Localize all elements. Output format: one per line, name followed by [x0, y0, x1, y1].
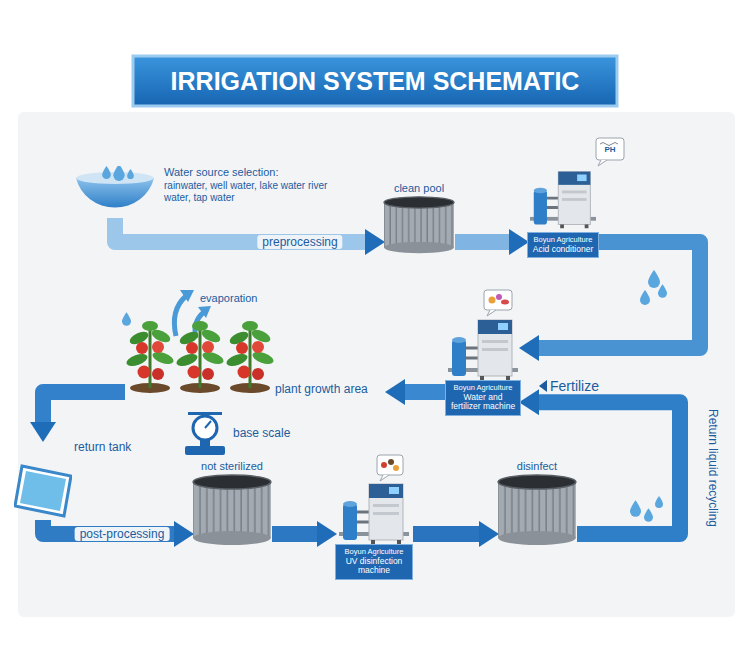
- node-body: rainwater, well water, lake water river …: [164, 180, 342, 205]
- edge-label: post-processing: [75, 527, 170, 541]
- machine-label-box: Boyun AgricultureWater and fertilizer ma…: [445, 380, 521, 416]
- edge-label: preprocessing: [257, 235, 342, 249]
- tank-shape: [192, 474, 272, 546]
- pipe-connector: [413, 526, 479, 542]
- tank-node: not sterilized: [192, 460, 272, 546]
- tank-node: clean pool: [383, 182, 455, 254]
- pipe-connector: [272, 526, 317, 542]
- pipe-connector: [455, 234, 509, 250]
- brand-name: Boyun Agriculture: [448, 384, 518, 393]
- process-note: Fertilize: [550, 378, 599, 394]
- plants-illustration: [125, 318, 275, 394]
- background-panel: [18, 112, 735, 617]
- edge-label: Return liquid recycling: [706, 404, 720, 532]
- area-label: plant growth area: [275, 382, 387, 396]
- tank-label: return tank: [74, 440, 154, 454]
- tank-shape: [497, 474, 577, 546]
- tank-shape: [383, 196, 455, 254]
- callout-text: PH: [604, 145, 615, 154]
- water-bowl-icon: [72, 166, 158, 218]
- uv-callout: [377, 455, 403, 481]
- title-banner: [133, 56, 617, 106]
- node-heading: Water source selection:: [164, 166, 342, 180]
- box-node: Boyun AgricultureAcid conditioner: [527, 232, 599, 258]
- machine-label-box: Boyun AgricultureUV disinfection machine: [335, 544, 413, 580]
- machine-node: Boyun AgricultureUV disinfection machine: [335, 482, 413, 580]
- acid-conditioner-machine: [530, 172, 596, 229]
- machine-illustration: [338, 482, 410, 544]
- machine-node: Boyun AgricultureWater and fertilizer ma…: [445, 318, 521, 416]
- ph-callout: [596, 138, 624, 166]
- tank-label: clean pool: [383, 182, 455, 194]
- pool-node: return tank: [14, 440, 154, 520]
- fertilizer-callout: [484, 290, 512, 316]
- machine-label-box: Boyun AgricultureAcid conditioner: [527, 232, 599, 258]
- base-scale-icon: [185, 412, 225, 455]
- machine-illustration: [448, 318, 518, 380]
- machine-name: Acid conditioner: [530, 245, 596, 255]
- title: IRRIGATION SYSTEM SCHEMATIC: [133, 56, 617, 106]
- tank-label: not sterilized: [192, 460, 272, 472]
- pipe-connector: [405, 384, 445, 400]
- plants-node: plant growth area: [125, 318, 387, 402]
- water-node: Water source selection:rainwater, well w…: [72, 166, 344, 218]
- fertilize-pointer: [539, 380, 547, 392]
- brand-name: Boyun Agriculture: [338, 548, 410, 557]
- tank-label: disinfect: [497, 460, 577, 472]
- instrument-label: base scale: [233, 426, 290, 440]
- machine-name: UV disinfection machine: [338, 557, 410, 577]
- return-pool-shape: [14, 464, 72, 518]
- process-note: evaporation: [200, 292, 258, 304]
- machine-name: Water and fertilizer machine: [448, 393, 518, 413]
- pipe-connector: [43, 392, 125, 422]
- tank-node: disinfect: [497, 460, 577, 546]
- evaporation-arrows: [122, 290, 211, 338]
- brand-name: Boyun Agriculture: [530, 236, 596, 245]
